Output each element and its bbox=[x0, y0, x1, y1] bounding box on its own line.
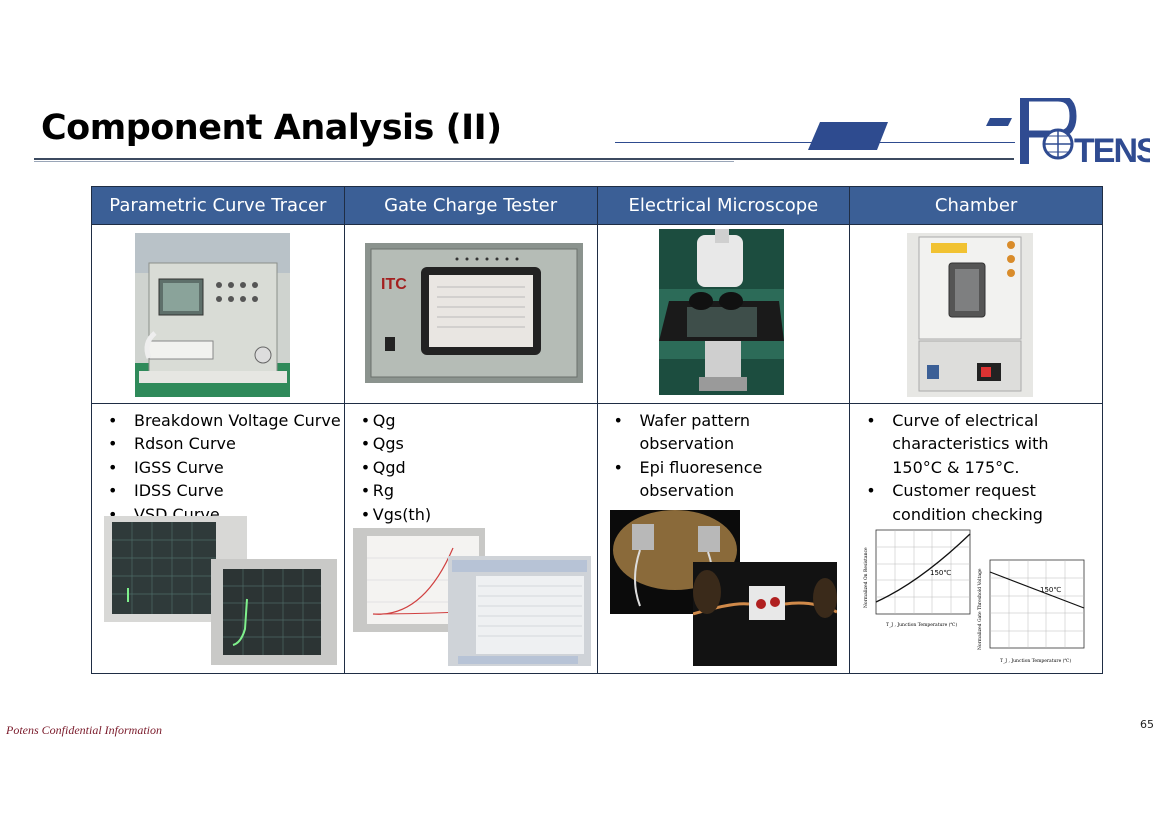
col-header-chamber: Chamber bbox=[849, 186, 1103, 225]
on-resistance-xlabel: T_J , Junction Temperature (℃) bbox=[886, 621, 957, 628]
list-item: Curve of electrical characteristics with… bbox=[850, 409, 1092, 479]
slide-title: Component Analysis (II) bbox=[41, 108, 502, 148]
equipment-table: Parametric Curve Tracer Gate Charge Test… bbox=[91, 186, 1103, 674]
svg-text:TENS: TENS bbox=[1074, 132, 1150, 168]
on-resistance-ylabel: Normalized On Resistance bbox=[863, 547, 869, 608]
confidential-footer: Potens Confidential Information bbox=[6, 723, 162, 737]
on-resistance-curve-label: 150℃ bbox=[930, 569, 951, 577]
curve-tracer-list: Breakdown Voltage Curve Rdson Curve IGSS… bbox=[92, 404, 344, 526]
potens-logo: TENS bbox=[1018, 94, 1160, 170]
gate-threshold-axes bbox=[989, 559, 1085, 649]
on-resistance-axes bbox=[875, 529, 971, 615]
gate-threshold-ylabel: Normalized Gate Threshold Voltage bbox=[977, 568, 983, 650]
microscope-photo bbox=[658, 229, 784, 395]
list-item: Breakdown Voltage Curve bbox=[92, 409, 344, 433]
decorative-bars bbox=[808, 118, 1012, 150]
epi-fluorescence-image bbox=[692, 562, 837, 666]
col-header-microscope: Electrical Microscope bbox=[596, 186, 851, 225]
col-header-gate-charge: Gate Charge Tester bbox=[343, 186, 598, 225]
list-cell-curve-tracer: Breakdown Voltage Curve Rdson Curve IGSS… bbox=[91, 403, 345, 674]
col-header-curve-tracer: Parametric Curve Tracer bbox=[91, 186, 345, 225]
list-item: Qgd bbox=[345, 456, 597, 480]
photo-cell-gate-charge: ITC bbox=[343, 224, 598, 404]
list-item: Rg bbox=[345, 479, 597, 503]
photo-cell-microscope bbox=[596, 224, 851, 404]
on-resistance-curve bbox=[875, 533, 971, 603]
list-item: IGSS Curve bbox=[92, 456, 344, 480]
list-item: Qgs bbox=[345, 432, 597, 456]
list-cell-gate-charge: Qg Qgs Qgd Rg Vgs(th) bbox=[343, 403, 598, 674]
gate-charge-screen-2 bbox=[447, 556, 591, 666]
gate-threshold-chart: 150℃ T_J , Junction Temperature (℃) Norm… bbox=[977, 559, 1085, 664]
gate-threshold-curve-label: 150℃ bbox=[1040, 586, 1061, 594]
curve-tracer-photo bbox=[135, 233, 290, 397]
gate-threshold-curve bbox=[990, 571, 1085, 609]
chamber-list: Curve of electrical characteristics with… bbox=[850, 404, 1102, 526]
list-item: Vgs(th) bbox=[345, 503, 597, 527]
chamber-photo bbox=[907, 233, 1034, 397]
list-item: Rdson Curve bbox=[92, 432, 344, 456]
list-cell-chamber: Curve of electrical characteristics with… bbox=[849, 403, 1103, 674]
gate-charge-photo: ITC bbox=[364, 243, 583, 383]
gate-charge-list: Qg Qgs Qgd Rg Vgs(th) bbox=[345, 404, 597, 526]
on-resistance-chart: 150℃ T_J , Junction Temperature (℃) Norm… bbox=[863, 529, 971, 628]
list-item: Customer request condition checking bbox=[850, 479, 1092, 526]
list-item: Wafer pattern observation bbox=[598, 409, 770, 456]
microscope-list: Wafer pattern observation Epi fluoresenc… bbox=[598, 404, 850, 503]
itc-label: ITC bbox=[381, 276, 407, 293]
photo-cell-curve-tracer bbox=[91, 224, 345, 404]
list-item: IDSS Curve bbox=[92, 479, 344, 503]
title-underline bbox=[34, 158, 1014, 160]
list-item: Epi fluoresence observation bbox=[598, 456, 770, 503]
curve-tracer-screen-2 bbox=[211, 559, 337, 665]
gate-threshold-xlabel: T_J , Junction Temperature (℃) bbox=[1000, 657, 1071, 664]
photo-cell-chamber bbox=[849, 224, 1103, 404]
title-underline-thin bbox=[34, 161, 734, 162]
list-cell-microscope: Wafer pattern observation Epi fluoresenc… bbox=[596, 403, 851, 674]
page-number: 65 bbox=[1140, 718, 1154, 731]
list-item: Qg bbox=[345, 409, 597, 433]
